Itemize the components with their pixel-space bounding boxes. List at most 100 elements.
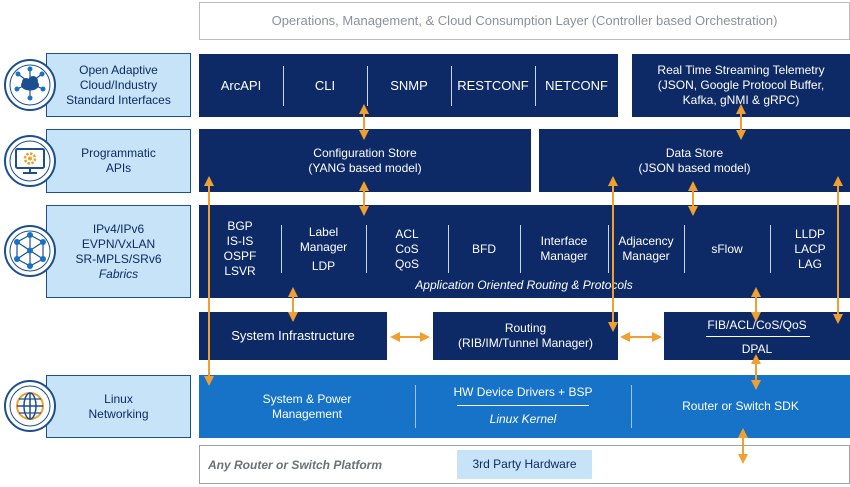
fabrics-label: Fabrics <box>98 266 139 281</box>
divider <box>283 66 284 106</box>
protocol-routing: BGP IS-IS OSPF LSVR <box>199 219 281 279</box>
divider <box>451 66 452 106</box>
telemetry-line: Kafka, gNMI & gRPC) <box>682 93 800 107</box>
platform-label: Any Router or Switch Platform <box>208 458 382 473</box>
system-infrastructure-label: System Infrastructure <box>231 328 355 343</box>
protocol-label: Manager <box>540 249 588 263</box>
data-store-box: Data Store (JSON based model) <box>539 129 850 192</box>
left-panel-line: Open Adaptive <box>79 62 158 77</box>
fib-dpal-box: FIB/ACL/CoS/QoS DPAL <box>664 312 850 360</box>
interface-cli: CLI <box>283 54 367 117</box>
divider <box>706 336 810 337</box>
power-line: System & Power <box>262 391 352 406</box>
protocols-caption: Application Oriented Routing & Protocols <box>349 277 699 293</box>
left-panel-linux-box: Linux Networking <box>46 375 191 438</box>
protocol-sflow: sFlow <box>684 219 770 279</box>
protocol-label: OSPF <box>223 249 257 263</box>
streaming-telemetry-box: Real Time Streaming Telemetry (JSON, Goo… <box>632 54 850 117</box>
linux-kernel-label: Linux Kernel <box>489 411 557 426</box>
divider <box>608 225 609 273</box>
divider <box>415 385 416 428</box>
orchestration-layer-label: Operations, Management, & Cloud Consumpt… <box>271 13 778 28</box>
power-line: Management <box>271 406 343 421</box>
protocol-interface-manager: Interface Manager <box>520 219 608 279</box>
standard-interfaces-bar: ArcAPI CLI SNMP RESTCONF NETCONF <box>199 54 618 117</box>
globe-icon <box>3 379 57 433</box>
left-panel-line: Networking <box>88 406 149 421</box>
divider <box>535 66 536 106</box>
configuration-store-subtitle: (YANG based model) <box>308 160 422 175</box>
left-panel-apis: Programmatic APIs <box>0 129 191 193</box>
protocol-label: LDP <box>311 258 336 273</box>
left-panel-line: APIs <box>105 161 132 175</box>
divider <box>281 225 282 273</box>
mesh-network-icon <box>3 224 57 278</box>
left-panel-line: EVPN/VxLAN <box>81 236 156 251</box>
protocol-label: Label <box>308 224 339 239</box>
routing-box: Routing (RIB/IM/Tunnel Manager) <box>433 312 618 360</box>
left-panel-line: SR-MPLS/SRv6 <box>75 251 162 266</box>
left-panel-linux: Linux Networking <box>0 375 191 438</box>
protocol-bfd: BFD <box>448 219 520 279</box>
divider <box>770 225 771 273</box>
configuration-store-title: Configuration Store <box>313 145 417 160</box>
protocol-label: Adjacency <box>618 234 674 248</box>
left-panel-line: Standard Interfaces <box>66 92 171 107</box>
interface-snmp: SNMP <box>367 54 451 117</box>
platform-label-text: Any Router or Switch Platform <box>208 458 383 472</box>
left-panel-line: IPv4/IPv6 <box>92 221 145 236</box>
protocol-link: LLDP LACP LAG <box>770 219 850 279</box>
monitor-gear-icon <box>3 134 57 188</box>
system-power-management: System & Power Management <box>199 375 415 438</box>
protocol-label: Manager <box>299 239 348 254</box>
protocol-label: LSVR <box>224 264 256 278</box>
system-infrastructure-box: System Infrastructure <box>199 312 387 360</box>
interface-label: RESTCONF <box>457 77 529 93</box>
routing-title: Routing <box>504 321 547 335</box>
left-panel-interfaces: Open Adaptive Cloud/Industry Standard In… <box>0 53 191 117</box>
dpal-label: DPAL <box>664 340 850 358</box>
protocols-caption-text: Application Oriented Routing & Protocols <box>415 277 633 292</box>
protocol-label: sFlow <box>711 241 743 256</box>
protocol-label: BFD <box>472 241 496 256</box>
divider <box>457 405 589 406</box>
data-store-subtitle: (JSON based model) <box>638 160 751 175</box>
routing-subtitle: (RIB/IM/Tunnel Manager) <box>458 336 593 350</box>
protocol-label: CoS <box>395 241 419 256</box>
divider <box>366 225 367 273</box>
data-store-title: Data Store <box>665 145 724 160</box>
divider <box>448 225 449 273</box>
protocol-label: LACP <box>794 241 826 256</box>
interface-label: CLI <box>314 77 336 93</box>
divider <box>684 225 685 273</box>
protocol-label-manager: Label Manager LDP <box>281 219 366 279</box>
telemetry-line: Real Time Streaming Telemetry <box>657 63 825 77</box>
drivers-label: HW Device Drivers + BSP <box>453 384 593 399</box>
interface-restconf: RESTCONF <box>451 54 535 117</box>
left-panel-line: Programmatic <box>81 146 156 160</box>
fib-label: FIB/ACL/CoS/QoS <box>664 316 850 334</box>
protocol-label: LLDP <box>794 226 826 241</box>
interface-label: NETCONF <box>545 77 608 93</box>
orchestration-layer: Operations, Management, & Cloud Consumpt… <box>199 2 850 40</box>
interface-label: SNMP <box>390 77 428 93</box>
sdk-label: Router or Switch SDK <box>682 399 799 413</box>
interface-label: ArcAPI <box>220 77 262 93</box>
protocol-label: Manager <box>622 249 670 263</box>
left-panel-fabrics-box: IPv4/IPv6 EVPN/VxLAN SR-MPLS/SRv6 Fabric… <box>46 205 191 298</box>
router-switch-sdk: Router or Switch SDK <box>631 375 850 438</box>
fib-text: FIB/ACL/CoS/QoS <box>707 317 807 332</box>
divider <box>631 385 632 428</box>
third-party-hardware-label: 3rd Party Hardware <box>472 457 577 471</box>
interface-netconf: NETCONF <box>535 54 618 117</box>
configuration-store-box: Configuration Store (YANG based model) <box>199 129 531 192</box>
interface-arcapi: ArcAPI <box>199 54 283 117</box>
hw-device-drivers: HW Device Drivers + BSP <box>415 383 631 401</box>
protocol-label: LAG <box>797 256 822 271</box>
protocol-label: IS-IS <box>226 234 254 248</box>
left-panel-interfaces-box: Open Adaptive Cloud/Industry Standard In… <box>46 53 191 117</box>
protocol-label: BGP <box>227 219 253 233</box>
protocol-label: QoS <box>394 256 419 271</box>
linux-layer-bar: System & Power Management HW Device Driv… <box>199 375 850 438</box>
protocol-label: Interface <box>540 234 588 248</box>
